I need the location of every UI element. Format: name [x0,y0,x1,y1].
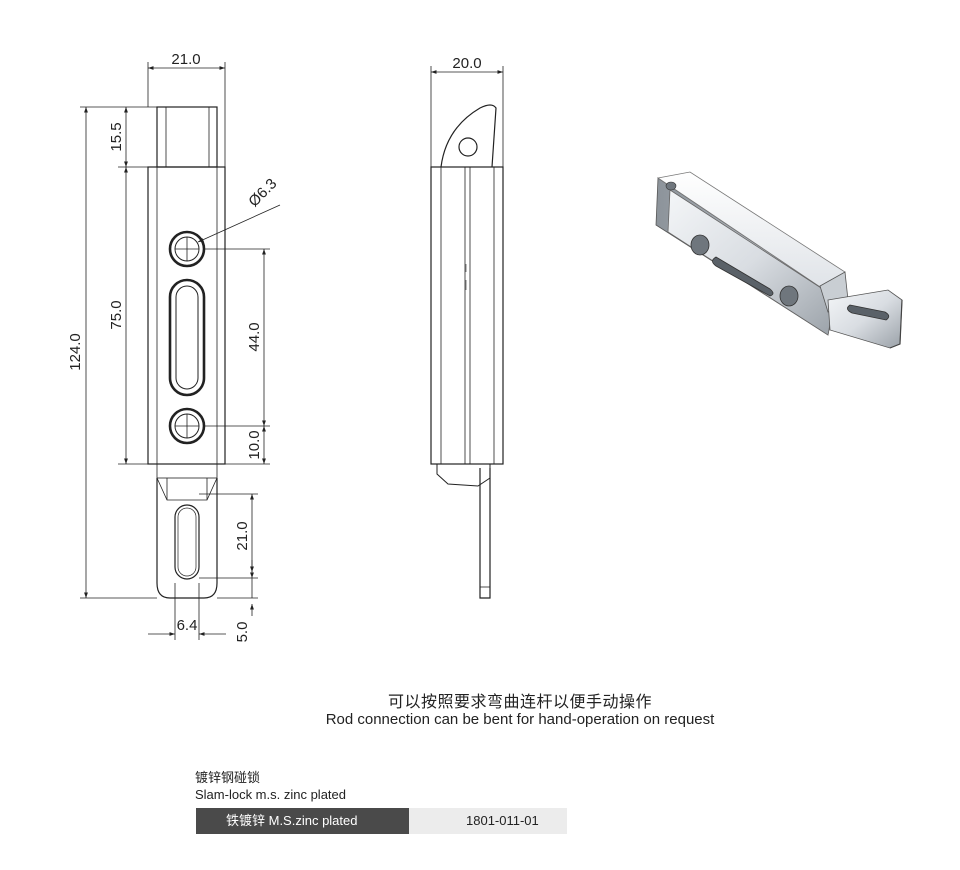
side-dimensions [430,66,504,167]
product-3d-render [655,171,903,349]
top-hole [168,230,206,268]
dim-bottom-offset: 10.0 [246,430,263,459]
side-hook-hole [458,137,478,157]
side-body [430,166,504,465]
side-rod [479,468,491,599]
product-name-chinese: 镀锌钢碰锁 [195,770,261,785]
caption-chinese: 可以按照要求弯曲连杆以便手动操作 [387,694,652,711]
front-rod-tongue [156,478,218,599]
dim-slot-length: 21.0 [234,521,251,550]
dim-hole-diameter: Ø6.3 [245,175,280,210]
body-slot [168,278,206,397]
dim-body-length: 75.0 [108,300,125,329]
dim-overall-length: 124.0 [67,333,84,371]
dim-hole-spacing: 44.0 [246,322,263,351]
part-code-cell: 1801-011-01 [409,808,567,834]
side-view [430,104,504,599]
front-view [147,106,226,599]
front-dimensions [80,62,281,640]
tongue-slot [174,504,200,580]
bottom-hole [168,407,206,445]
caption-english: Rod connection can be bent for hand-oper… [325,711,715,728]
product-name-english: Slam-lock m.s. zinc plated [195,787,346,802]
side-hook [440,104,497,168]
front-body [147,166,226,465]
finish-cell: 铁镀锌 M.S.zinc plated [196,808,409,834]
dim-top-tab: 15.5 [108,122,125,151]
dim-end-offset: 5.0 [234,622,251,643]
front-dimension-labels: 21.0 124.0 15.5 75.0 44.0 10.0 21.0 5.0 … [67,51,280,642]
dim-slot-width: 6.4 [177,617,198,634]
dim-side-width: 20.0 [452,55,481,72]
finish-table: 铁镀锌 M.S.zinc plated 1801-011-01 [196,808,567,834]
dim-front-width: 21.0 [171,51,200,68]
